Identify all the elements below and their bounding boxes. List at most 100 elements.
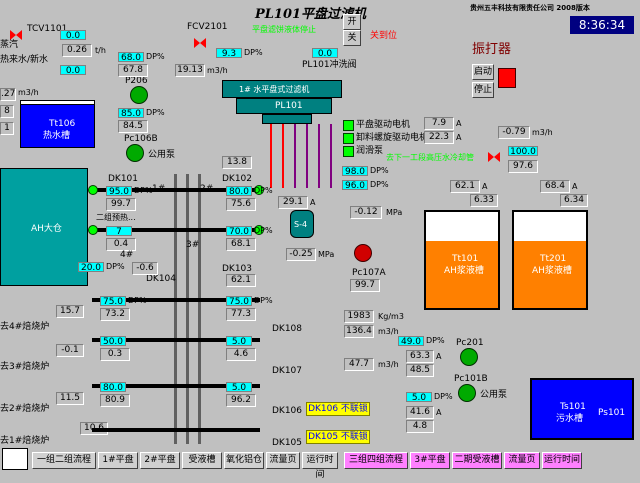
ps101-label: Ps101 [598,408,626,418]
cyan-750b: 75.0 [226,296,252,307]
value-m01: -0.1 [56,344,84,357]
cyan-490: 49.0 [398,336,424,347]
dp-980: DP% [370,166,389,175]
dk105-interlock-msg[interactable]: DK105 不联锁 [306,430,370,444]
nav-pan1[interactable]: 1#平盘 [98,452,138,469]
value-621-tank1: 62.1 [450,180,480,193]
flow-value-27: .27 [0,88,16,101]
nav-flow-page-1[interactable]: 流量页 [266,452,300,469]
unit-m3h-fcv: m3/h [207,66,228,75]
unit-th: t/h [95,46,106,55]
value-1364: 136.4 [344,325,374,338]
nav-phase2-receiver[interactable]: 二期受液槽 [452,452,502,469]
cyan-800: 80.0 [226,186,252,197]
filter-drop-6 [330,124,332,188]
nav-flow-page-2[interactable]: 流量页 [504,452,540,469]
value-681: 68.1 [226,238,256,251]
vibrator-status-light [498,68,516,88]
dk106-label: DK106 [272,406,303,416]
valve-icon [10,30,22,40]
nav-alumina-silo[interactable]: 氧化铝仓 [224,452,264,469]
value-634: 6.34 [560,194,588,207]
nav-run-time-2[interactable]: 运行时间 [542,452,582,469]
motor3-label: 润滑泵 [356,146,384,156]
pump-pc201-icon[interactable] [460,348,478,366]
cyan-200: 20.0 [78,262,104,273]
nav-group12-flow[interactable]: 一组二组流程 [32,452,96,469]
unit-a-tank1: A [482,182,488,191]
cyan-960: 96.0 [342,180,368,191]
nav-receiver-tank[interactable]: 受液槽 [182,452,222,469]
company-name: 贵州五丰科技有限责任公司 2008版本 [470,4,590,12]
unit-m3h-477: m3/h [378,360,399,369]
filter-name: 1# 水平盘式过滤机 [239,85,310,94]
nav-run-time-1[interactable]: 运行时间 [302,452,338,480]
open-button[interactable]: 开 [343,14,361,30]
second-group-label: 二组预热... [96,213,136,222]
filter-drop-5 [318,124,320,188]
belt-1-right-roller [254,185,264,195]
dp-700: DP% [254,226,273,235]
pc201-label: Pc201 [456,338,484,348]
dk105-label: DK105 [272,438,303,448]
value-845: 84.5 [118,120,148,133]
motor2-indicator[interactable] [343,133,354,144]
value-157: 15.7 [56,305,84,318]
dp-50r: DP% [434,392,453,401]
dk108-label: DK108 [272,324,303,334]
flow-cyan-0: 0.0 [60,65,86,76]
green-msg-2: 去下一工段高压水冷却管 [386,153,474,162]
ah-tank-1: Tt101 AH浆液槽 [424,210,500,310]
filter-bottom [262,114,312,124]
dk104-label: DK104 [146,274,177,284]
fcv-label: FCV2101 [187,22,228,32]
motor1-indicator[interactable] [343,120,354,131]
pc107a-label: Pc107A [352,268,386,278]
belt-2 [92,228,260,232]
motor3-indicator[interactable] [343,146,354,157]
pump-p206-icon[interactable] [130,86,148,104]
flush-valve-label: PL101冲洗阀 [302,60,357,70]
s4-label: S-4 [294,220,308,229]
value-03: 0.3 [100,348,130,361]
dk106-interlock-msg[interactable]: DK106 不联锁 [306,402,370,416]
conveyor-vertical-3 [198,174,201,444]
value-1913: 19.13 [175,64,205,77]
hot-water-tank: Tt106 热水槽 [20,104,95,148]
close-button[interactable]: 关 [343,30,361,46]
water-tank: Ts101 污水槽 Ps101 [530,378,634,440]
belt-2-right-roller [254,225,264,235]
vibrator-stop-button[interactable]: 停止 [472,82,494,98]
cyan-950: 95.0 [106,186,132,197]
ah-tank-1-fill [426,240,498,308]
pump-p106b-icon[interactable] [126,144,144,162]
value-773: 77.3 [226,308,256,321]
unit-mpa-1: MPa [386,208,403,217]
clock-display: 8:36:34 [570,16,634,34]
nav-pan3[interactable]: 3#平盘 [410,452,450,469]
nav-pan2[interactable]: 2#平盘 [140,452,180,469]
pump-pc107a-icon[interactable] [354,244,372,262]
cyan-50b: 5.0 [226,382,252,393]
vibrator-start-button[interactable]: 启动 [472,64,494,80]
value-416: 41.6 [406,406,434,419]
ah-tank-2-label: AH浆液槽 [532,266,572,276]
nav-group34-flow[interactable]: 三组四组流程 [344,452,408,469]
filter-drop-3 [294,124,296,188]
value-962: 96.2 [226,394,256,407]
value-m06: -0.6 [132,262,158,275]
flow-value-026: 0.26 [62,44,92,57]
fcv-valve-icon[interactable] [194,38,206,48]
value-m079: -0.79 [498,126,530,139]
ts101-label: Ts101 [560,402,586,412]
right-valve-icon[interactable] [488,152,500,162]
dk101-label: DK101 [108,174,139,184]
p106b-label: Pc106B [124,134,158,144]
filter-bowl: PL101 [236,98,332,114]
ah-tank-2-fill [514,240,586,308]
value-79: 7.9 [424,117,454,130]
belt-1 [92,188,260,192]
belt-6 [92,428,260,432]
ah-big-silo: AH大仓 [0,168,88,286]
pump-pc101b-icon[interactable] [458,384,476,402]
